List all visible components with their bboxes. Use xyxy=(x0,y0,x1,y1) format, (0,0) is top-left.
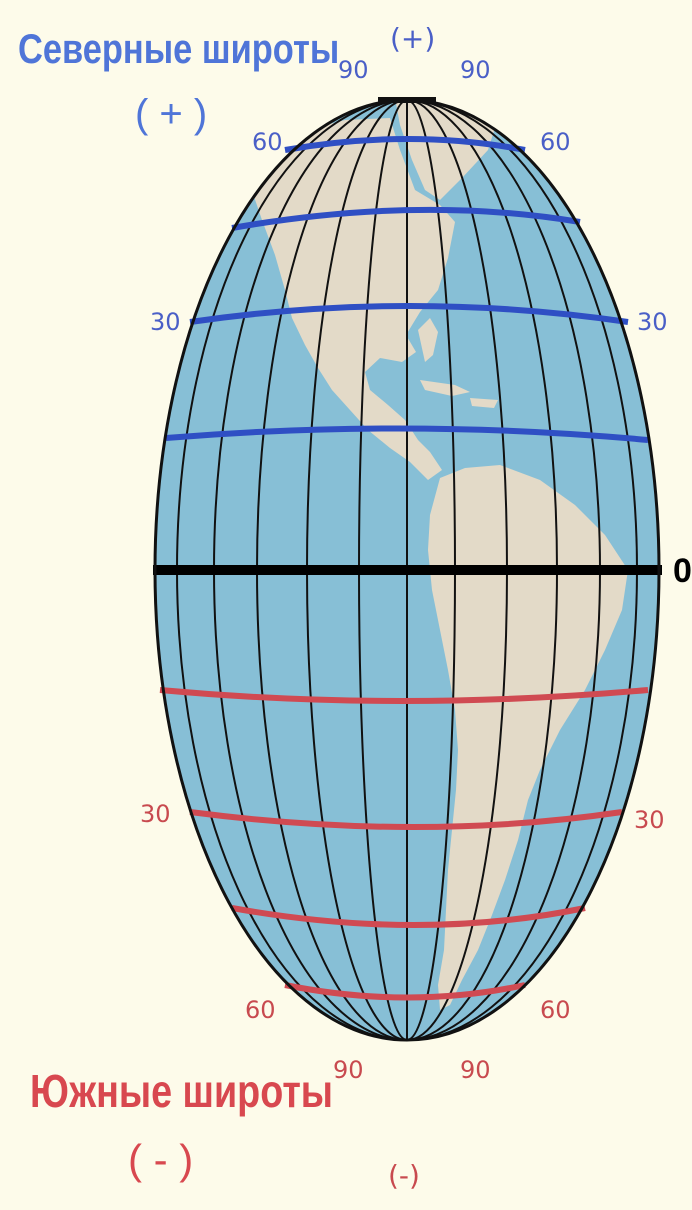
northern-sign: ( + ) xyxy=(135,92,208,136)
label-north-30-left: 30 xyxy=(150,308,181,336)
north-pole-sign: (+) xyxy=(390,22,435,55)
parallel-north-75 xyxy=(284,136,526,153)
label-south-90-left: 90 xyxy=(333,1056,364,1084)
label-south-90-right: 90 xyxy=(460,1056,491,1084)
parallel-south-60 xyxy=(284,982,526,1001)
label-south-60-left: 60 xyxy=(245,996,276,1024)
label-north-30-right: 30 xyxy=(637,308,668,336)
label-south-60-right: 60 xyxy=(540,996,571,1024)
southern-parallels xyxy=(159,687,649,1001)
label-equator-0: 0 xyxy=(673,552,692,590)
label-north-60-left: 60 xyxy=(252,128,283,156)
parallel-south-15 xyxy=(159,687,649,704)
northern-parallels xyxy=(165,136,649,443)
parallel-north-30 xyxy=(189,303,629,325)
parallel-south-30 xyxy=(189,809,623,830)
south-america-landmass xyxy=(428,465,628,1010)
parallel-north-15 xyxy=(165,425,649,443)
southern-sign: ( - ) xyxy=(128,1136,194,1183)
south-pole-sign: (-) xyxy=(388,1159,420,1192)
northern-latitudes-title: Северные широты xyxy=(18,25,340,72)
label-south-30-left: 30 xyxy=(140,800,171,828)
caribbean-islands xyxy=(420,380,498,408)
label-south-30-right: 30 xyxy=(634,806,665,834)
florida-landmass xyxy=(418,318,438,362)
label-north-90-right: 90 xyxy=(460,56,491,84)
label-north-90-left: 90 xyxy=(338,56,369,84)
parallel-north-60 xyxy=(231,206,581,231)
parallel-south-45 xyxy=(231,905,586,928)
southern-latitudes-title: Южные широты xyxy=(30,1065,334,1117)
label-north-60-right: 60 xyxy=(540,128,571,156)
